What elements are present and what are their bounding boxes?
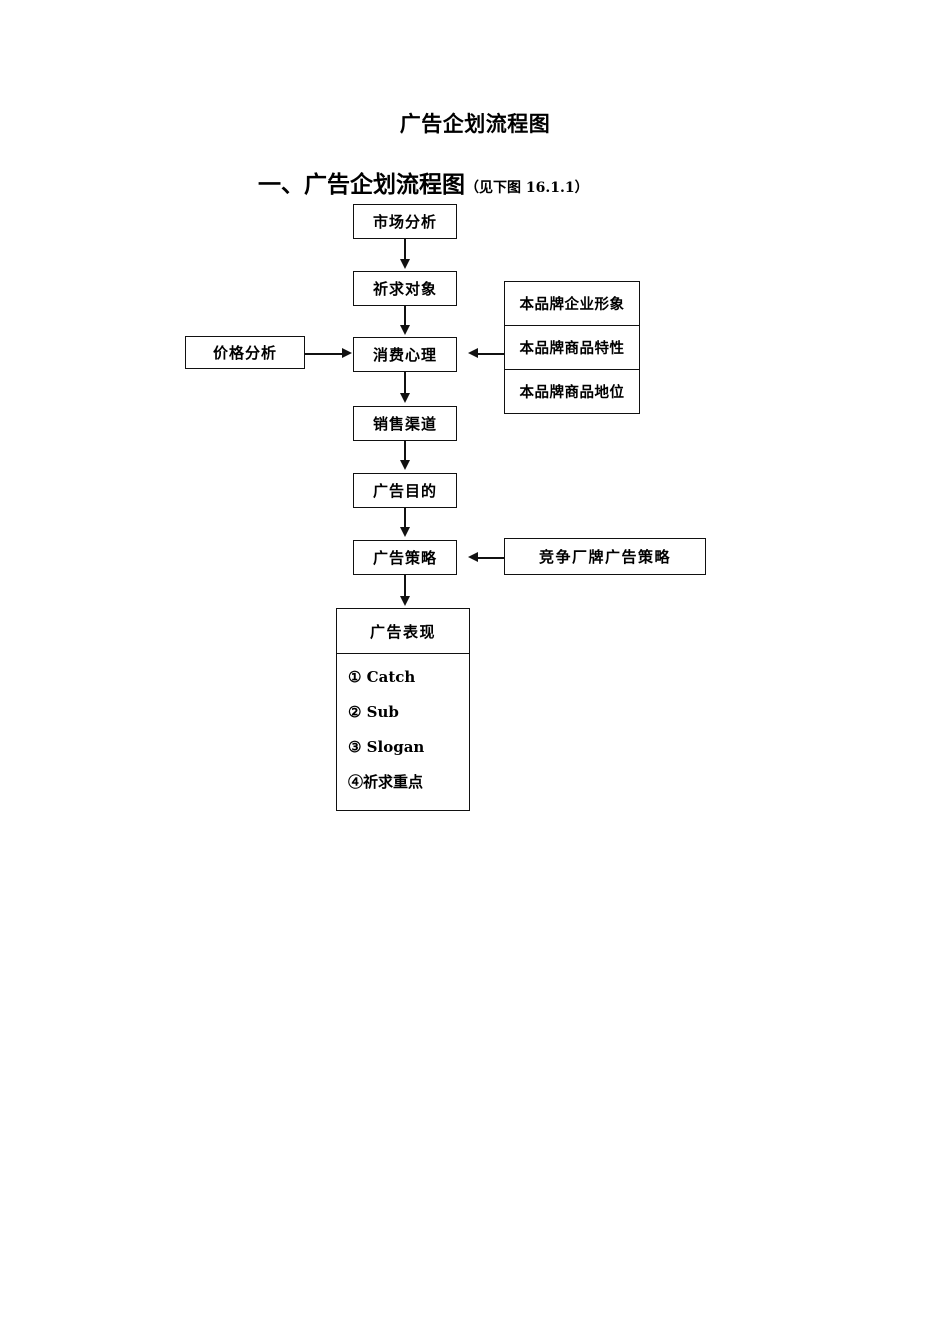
node-advertising-purpose[interactable]: 广告目的: [353, 473, 457, 508]
brand-row-product-features[interactable]: 本品牌商品特性: [505, 325, 639, 369]
node-sales-channel[interactable]: 销售渠道: [353, 406, 457, 441]
arrowhead-brandstack-to-psych: [468, 348, 478, 358]
connector-price-to-psych: [305, 353, 343, 355]
connector-channel-to-purpose: [404, 441, 406, 462]
node-price-analysis[interactable]: 价格分析: [185, 336, 305, 369]
node-consumer-psychology[interactable]: 消费心理: [353, 337, 457, 372]
arrowhead-price-to-psych: [342, 348, 352, 358]
arrowhead-channel-to-purpose: [400, 460, 410, 470]
section-heading-note: （见下图 16.1.1）: [465, 180, 589, 196]
expression-item-list: ① Catch ② Sub ③ Slogan ④祈求重点: [337, 654, 469, 810]
connector-purpose-to-strategy: [404, 508, 406, 529]
brand-row-corporate-image[interactable]: 本品牌企业形象: [519, 297, 625, 313]
connector-competitor-to-strategy: [478, 557, 505, 559]
expression-item-appeal-point: ④祈求重点: [348, 773, 424, 791]
expression-item-sub: ② Sub: [348, 703, 399, 721]
brand-row-product-position[interactable]: 本品牌商品地位: [505, 369, 639, 413]
arrowhead-target-to-psych: [400, 325, 410, 335]
connector-market-to-target: [404, 239, 406, 261]
node-market-analysis[interactable]: 市场分析: [353, 204, 457, 239]
page-title: 广告企划流程图: [399, 112, 551, 136]
expression-item-slogan: ③ Slogan: [348, 738, 425, 756]
arrowhead-psych-to-channel: [400, 393, 410, 403]
arrowhead-market-to-target: [400, 259, 410, 269]
connector-target-to-psych: [404, 306, 406, 327]
node-appeal-target[interactable]: 祈求对象: [353, 271, 457, 306]
node-advertising-expression: 广告表现 ① Catch ② Sub ③ Slogan ④祈求重点: [336, 608, 470, 811]
node-advertising-strategy[interactable]: 广告策略: [353, 540, 457, 575]
arrowhead-strategy-to-expression: [400, 596, 410, 606]
brand-attribute-stack: 本品牌企业形象 本品牌商品特性 本品牌商品地位: [504, 281, 640, 414]
arrowhead-competitor-to-strategy: [468, 552, 478, 562]
section-heading-text: 一、广告企划流程图: [258, 171, 465, 198]
node-competitor-ad-strategy[interactable]: 竞争厂牌广告策略: [504, 538, 706, 575]
section-heading: 一、广告企划流程图（见下图 16.1.1）: [258, 165, 589, 199]
expression-item-catch: ① Catch: [348, 668, 416, 686]
arrowhead-purpose-to-strategy: [400, 527, 410, 537]
connector-brandstack-to-psych: [478, 353, 505, 355]
expression-box-header: 广告表现: [337, 609, 469, 654]
connector-psych-to-channel: [404, 372, 406, 395]
connector-strategy-to-expression: [404, 575, 406, 598]
